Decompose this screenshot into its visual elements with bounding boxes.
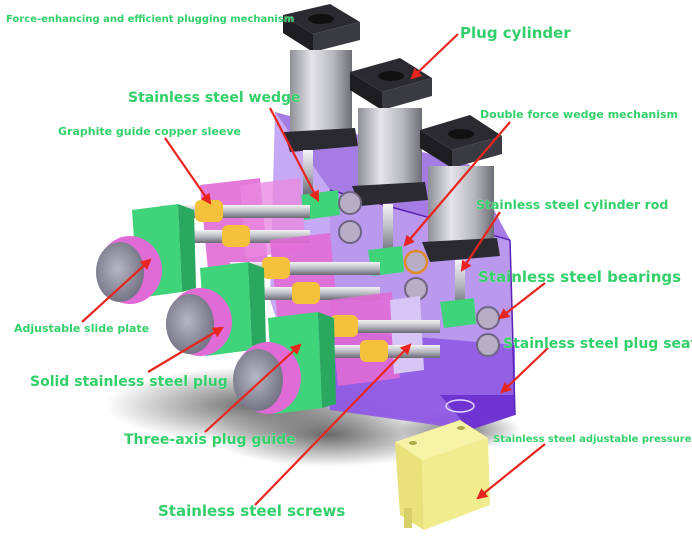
label-cylinder-rod: Stainless steel cylinder rod: [476, 197, 669, 212]
arrow-pressure-plate: [476, 443, 546, 500]
plug-cylinder-1: [283, 4, 360, 195]
label-graphite-guide-sleeve: Graphite guide copper sleeve: [58, 125, 241, 138]
bearing-rollers: [338, 191, 500, 357]
label-bearings: Stainless steel bearings: [478, 268, 682, 286]
arrow-cylinder-rod: [460, 211, 501, 272]
label-plug-seat: Stainless steel plug seat: [503, 336, 692, 352]
label-solid-steel-plug: Solid stainless steel plug: [30, 374, 228, 390]
label-stainless-steel-screws: Stainless steel screws: [158, 502, 346, 520]
label-adjustable-slide-plate: Adjustable slide plate: [14, 322, 150, 335]
label-stainless-steel-wedge: Stainless steel wedge: [128, 90, 301, 106]
label-pressure-plate: Stainless steel adjustable pressure plat…: [493, 434, 692, 445]
arrow-plug-cylinder: [410, 33, 459, 80]
label-three-axis-guide: Three-axis plug guide: [124, 432, 296, 448]
callout-arrows: [81, 33, 549, 506]
arrow-plug-guide: [204, 343, 302, 433]
plug-cylinder-2: [350, 58, 432, 254]
label-double-force-wedge: Double force wedge mechanism: [480, 108, 678, 121]
arrow-wedge: [269, 107, 320, 202]
arrow-double-wedge: [403, 121, 511, 247]
arrow-screws: [254, 343, 412, 506]
pressure-plate: [395, 420, 490, 530]
arrow-solid-plug: [147, 326, 224, 373]
diagram-title: Force-enhancing and efficient plugging m…: [6, 14, 295, 25]
plug-cylinder-3: [420, 115, 502, 308]
arrow-plug-seat: [500, 347, 549, 394]
arrow-slide-plate: [81, 258, 152, 323]
arrow-graphite-sleeve: [164, 137, 212, 205]
arrow-bearings: [498, 282, 546, 320]
label-plug-cylinder: Plug cylinder: [460, 24, 571, 42]
